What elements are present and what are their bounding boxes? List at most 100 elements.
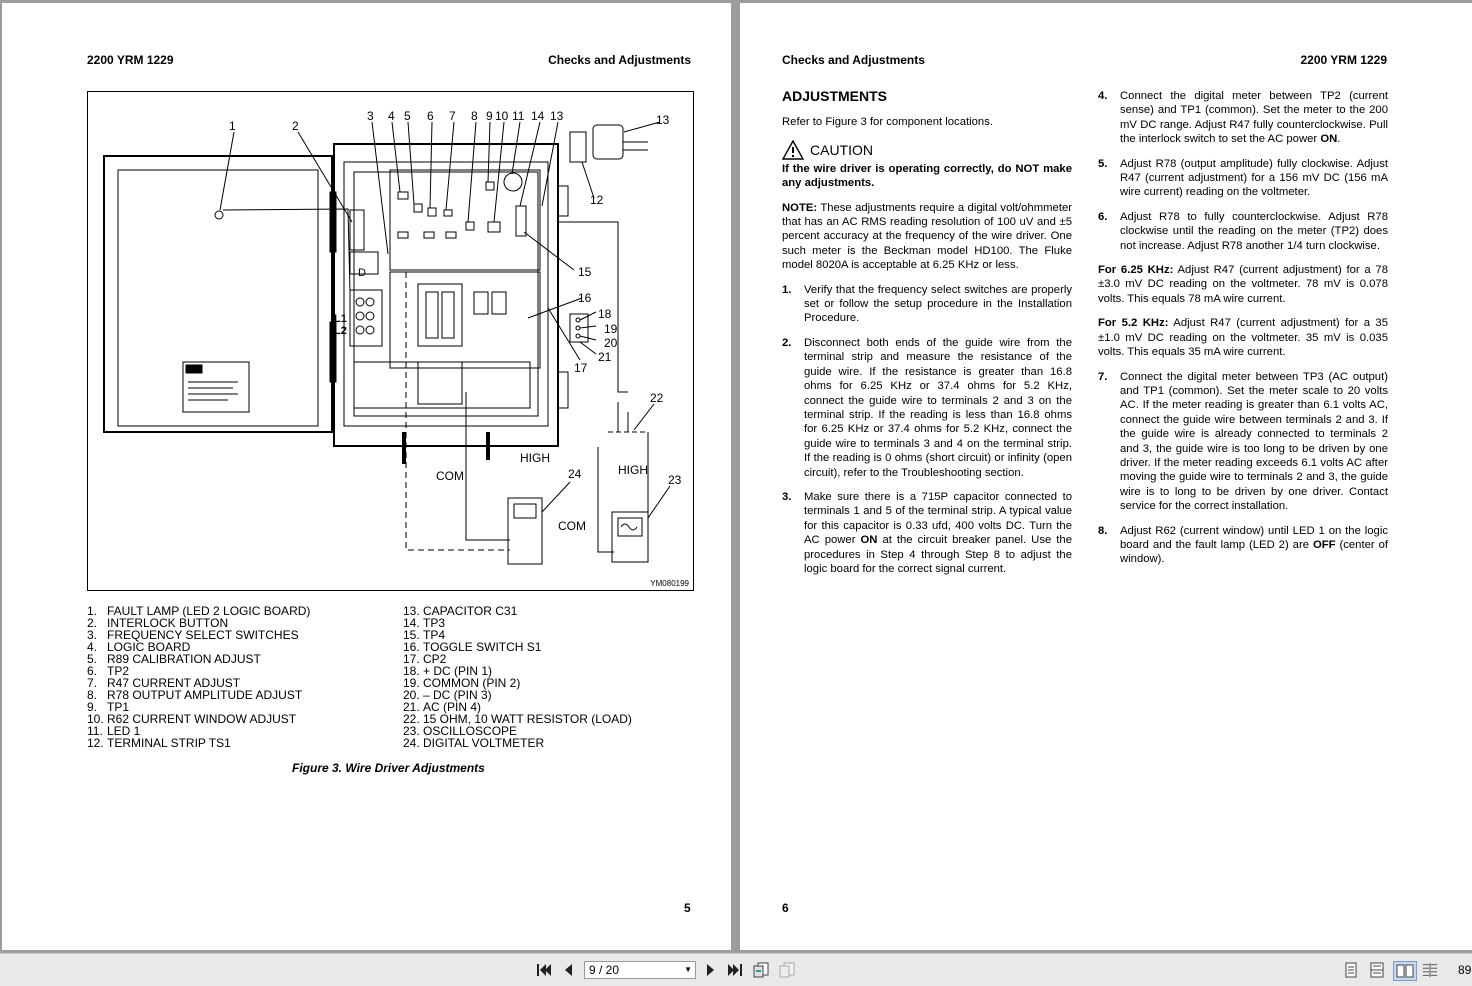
first-page-icon[interactable]: [536, 962, 552, 978]
single-page-icon[interactable]: [1343, 962, 1359, 978]
transformer-core: [441, 291, 455, 339]
section-heading: ADJUSTMENTS: [782, 88, 888, 104]
figure-legend-right: 13.CAPACITOR C31 14.TP3 15.TP4 16.TOGGLE…: [403, 605, 632, 749]
legend-item: 20.– DC (PIN 3): [403, 688, 492, 702]
next-page-icon[interactable]: [703, 962, 719, 978]
terminal-block: [349, 289, 383, 347]
legend-item: 5.R89 CALIBRATION ADJUST: [87, 652, 261, 666]
terminal: [355, 297, 365, 307]
note-text: These adjustments require a digital volt…: [782, 201, 1072, 272]
leader-line: [623, 121, 661, 133]
oscilloscope: [611, 511, 649, 563]
legend-item: 17.CP2: [403, 652, 447, 666]
component: [397, 191, 409, 200]
figure-legend-left: 1.FAULT LAMP (LED 2 LOGIC BOARD) 2.INTER…: [87, 605, 310, 749]
callout-9: 9: [486, 109, 493, 123]
step-1: 1. Verify that the frequency select swit…: [782, 283, 1072, 325]
component: [443, 209, 453, 217]
capacitor: [473, 291, 489, 315]
leader-line: [407, 121, 415, 205]
leader-line: [579, 341, 597, 355]
previous-view-icon[interactable]: [753, 962, 769, 978]
component: [487, 221, 501, 233]
caution-text: If the wire driver is operating correctl…: [782, 162, 1072, 190]
callout-13: 13: [550, 109, 564, 123]
callout-21: 21: [598, 350, 612, 364]
enclosure-panel: [343, 161, 549, 427]
step-7: 7. Connect the digital meter between TP3…: [1098, 370, 1388, 513]
intro-text: Refer to Figure 3 for component location…: [782, 116, 993, 129]
callout-24: 24: [568, 467, 582, 481]
enclosure-door: [103, 155, 333, 433]
header-doc-id: 2200 YRM 1229: [87, 53, 174, 67]
page-number-input[interactable]: 9 / 20 ▼: [584, 961, 696, 979]
tp-strip: [515, 205, 527, 237]
terminal: [355, 325, 365, 335]
leader-line: [487, 121, 491, 183]
logic-board: [389, 169, 541, 271]
side-connector: [557, 371, 569, 409]
step-5: 5. Adjust R78 (output amplitude) fully c…: [1098, 157, 1388, 199]
continuous-icon[interactable]: [1369, 962, 1385, 978]
scope-wave: [620, 523, 638, 531]
last-page-icon[interactable]: [727, 962, 743, 978]
callout-8: 8: [471, 109, 478, 123]
leader-line: [297, 131, 353, 223]
door-inner: [117, 169, 319, 427]
legend-item: 2.INTERLOCK BUTTON: [87, 616, 229, 630]
probe-wire: [558, 221, 628, 393]
note-paragraph: NOTE: These adjustments require a digita…: [782, 201, 1072, 273]
component: [427, 207, 437, 217]
callout-14: 14: [531, 109, 545, 123]
step-6: 6. Adjust R78 to fully counterclockwise.…: [1098, 210, 1388, 252]
leader-line: [391, 121, 401, 193]
zoom-level[interactable]: 89: [1458, 963, 1472, 977]
nameplate: [182, 361, 250, 413]
callout-4: 4: [388, 109, 395, 123]
step-2: 2. Disconnect both ends of the guide wir…: [782, 336, 1072, 479]
legend-item: 3.FREQUENCY SELECT SWITCHES: [87, 628, 299, 642]
interlock-button: [349, 209, 365, 251]
callout-12: 12: [590, 193, 604, 207]
label-com-voltmeter: COM: [436, 469, 464, 483]
label-high-voltmeter: HIGH: [520, 451, 550, 465]
voltmeter-display: [513, 503, 537, 519]
facing-icon[interactable]: [1393, 961, 1417, 981]
callout-20: 20: [604, 336, 618, 350]
legend-item: 11.LED 1: [87, 724, 141, 738]
warning-icon: [782, 139, 804, 160]
panel-inner: [353, 171, 539, 417]
callout-10: 10: [495, 109, 509, 123]
leader-line: [371, 121, 389, 255]
callout-18: 18: [598, 307, 612, 321]
continuous-facing-icon[interactable]: [1422, 962, 1438, 978]
digital-voltmeter: [507, 497, 543, 565]
capacitor-c31: [592, 124, 624, 160]
callout-6: 6: [427, 109, 434, 123]
next-view-icon[interactable]: [779, 962, 795, 978]
terminal: [365, 325, 375, 335]
component: [423, 231, 435, 239]
chevron-down-icon[interactable]: ▼: [684, 965, 692, 974]
legend-item: 1.FAULT LAMP (LED 2 LOGIC BOARD): [87, 604, 311, 618]
enclosure-box: [333, 143, 559, 447]
callout-16: 16: [578, 291, 592, 305]
leader-line: [581, 161, 595, 199]
connector-cp2: [569, 313, 589, 343]
legend-item: 13.CAPACITOR C31: [403, 604, 518, 618]
prev-page-icon[interactable]: [560, 962, 576, 978]
step-8: 8. Adjust R62 (current window) until LED…: [1098, 524, 1388, 566]
component: [445, 231, 457, 239]
leader-line: [219, 131, 235, 211]
frequency-block: [349, 251, 379, 275]
callout-13-capacitor: 13: [656, 113, 670, 127]
header-doc-id: 2200 YRM 1229: [1300, 53, 1387, 67]
sub-625khz: For 6.25 KHz: Adjust R47 (current adjust…: [1098, 264, 1388, 305]
leader-line: [511, 121, 521, 175]
component: [397, 231, 409, 239]
legend-item: 8.R78 OUTPUT AMPLITUDE ADJUST: [87, 688, 303, 702]
legend-item: 18.+ DC (PIN 1): [403, 664, 493, 678]
callout-19: 19: [604, 322, 618, 336]
figure-code: YM080199: [650, 579, 689, 588]
caution-heading: CAUTION: [782, 139, 1072, 160]
